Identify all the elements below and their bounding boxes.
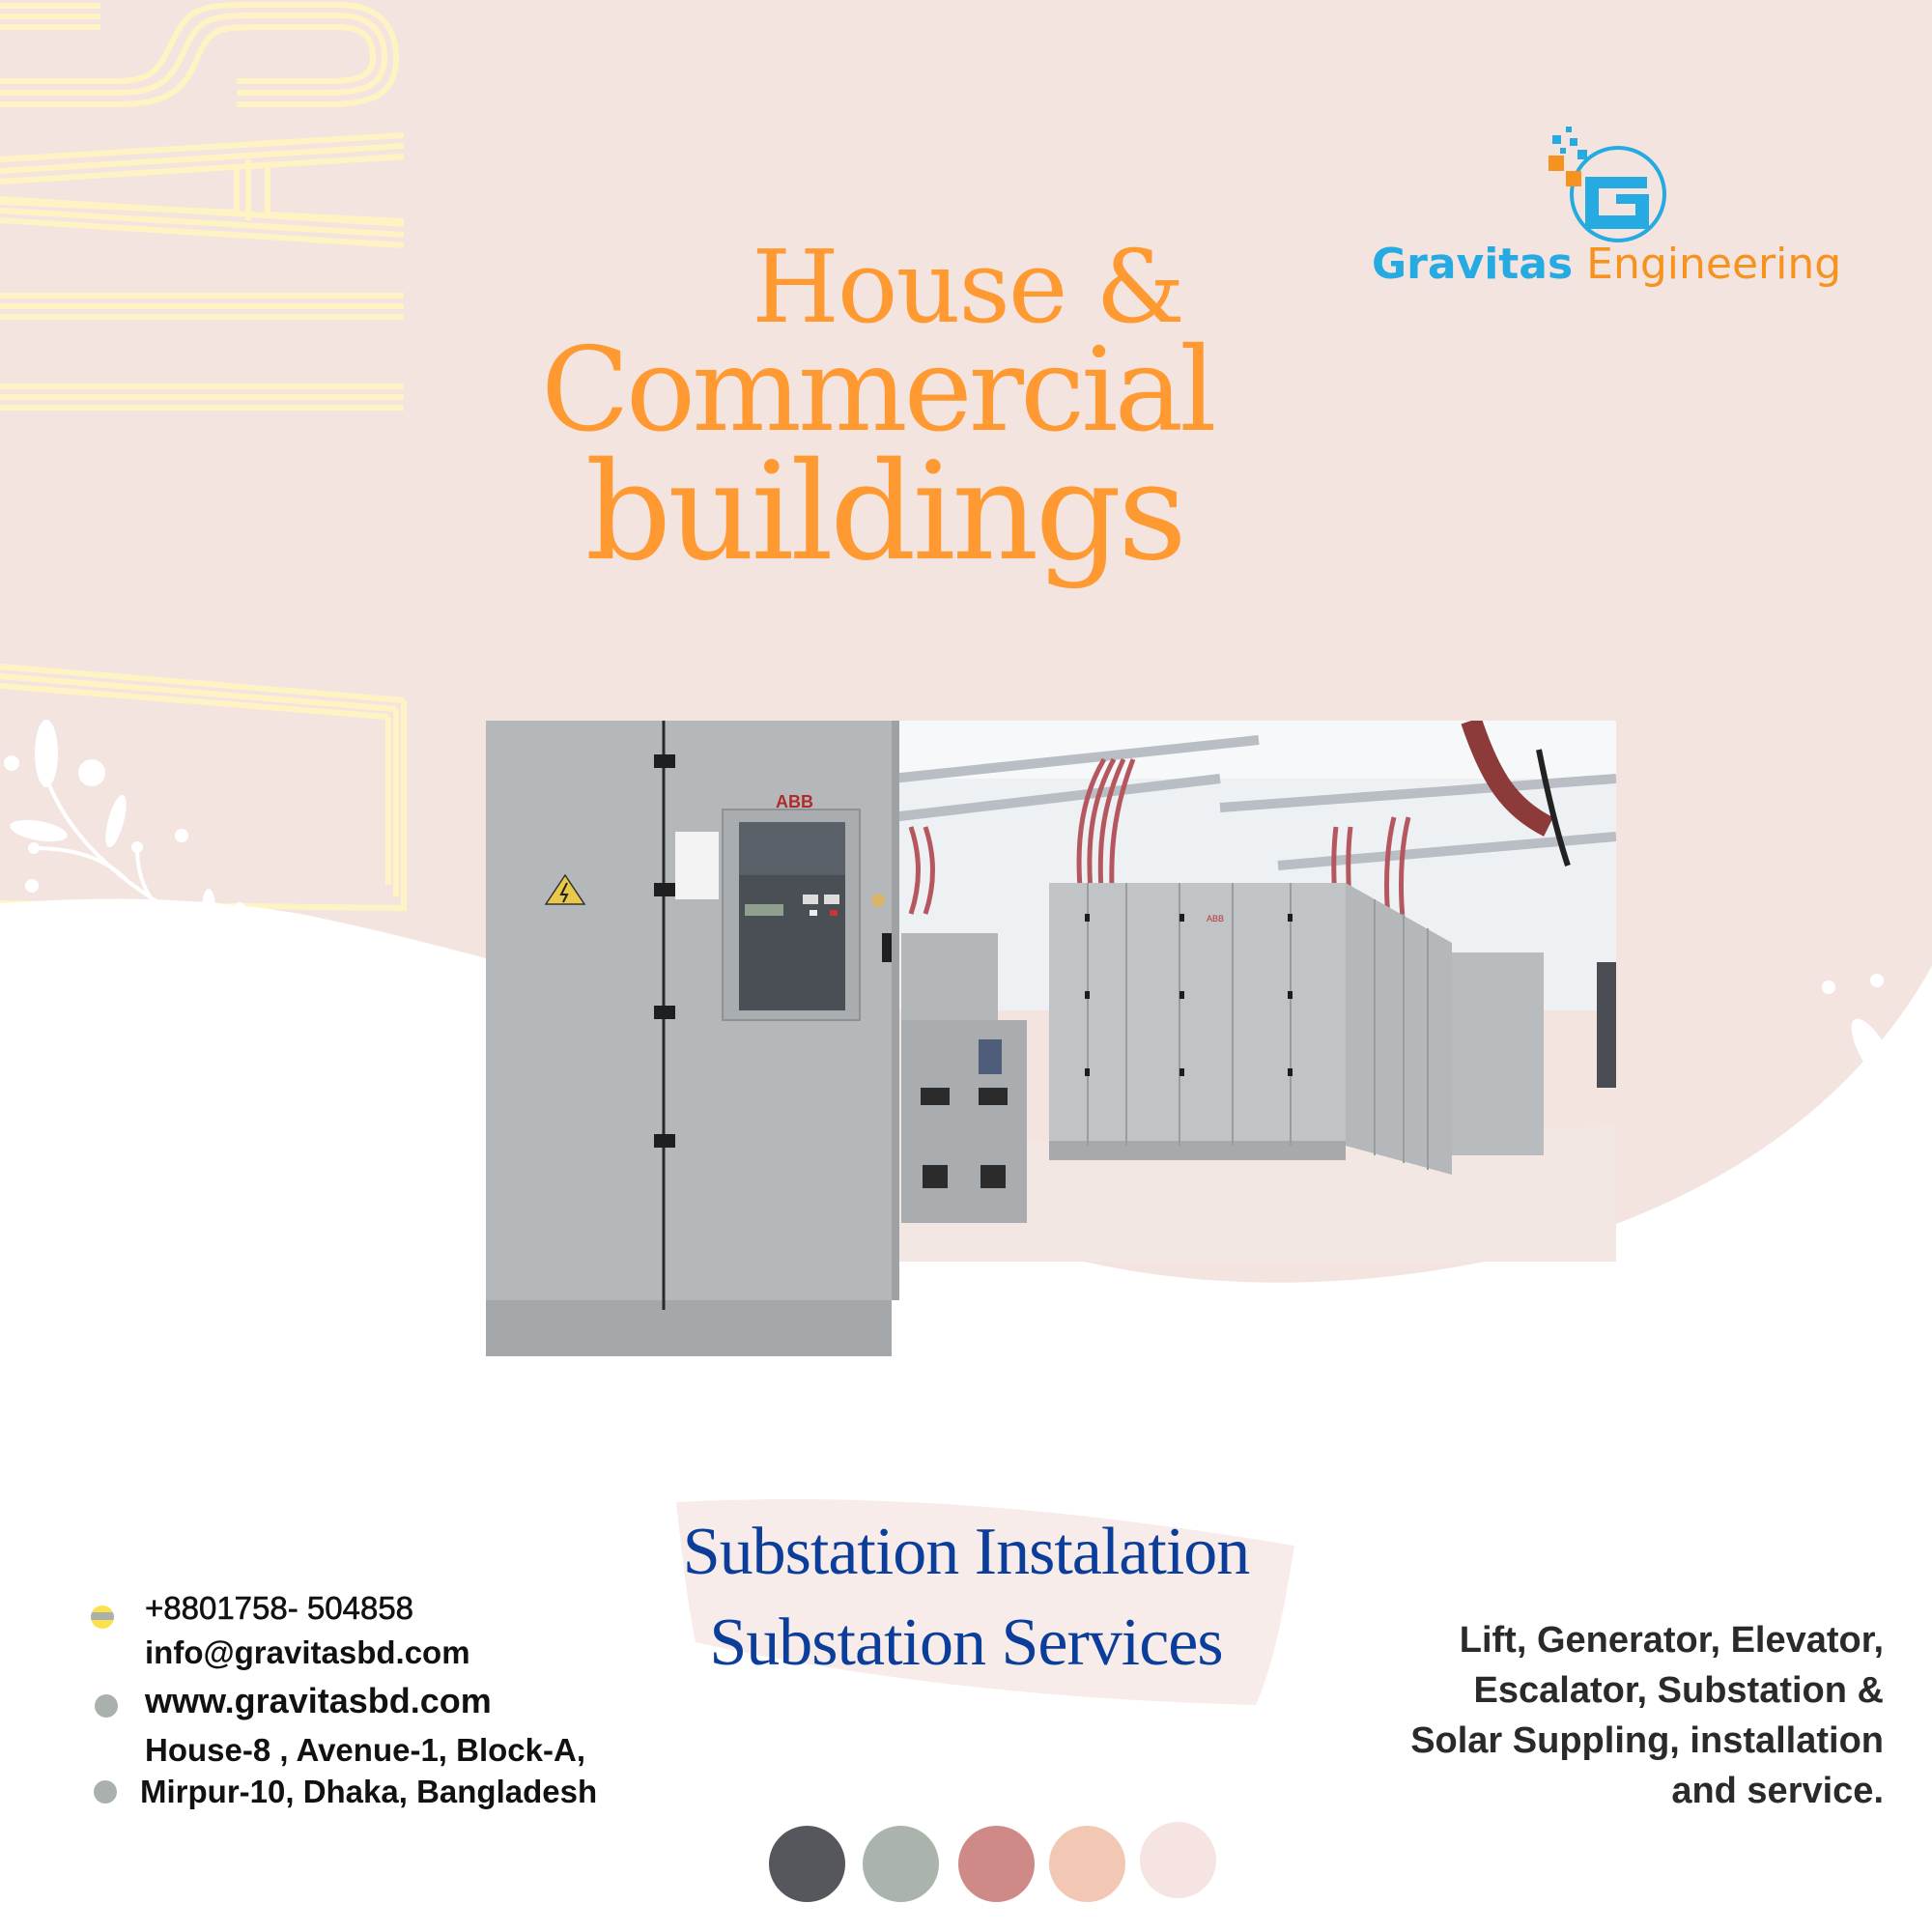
services-heading: Substation Instalation Substation Servic… — [599, 1507, 1333, 1689]
services-description: Lift, Generator, Elevator, Escalator, Su… — [1333, 1615, 1884, 1816]
company-name: Gravitas Engineering — [1372, 240, 1841, 289]
headline: House & Commercial buildings — [541, 228, 1217, 591]
swatch-rose — [958, 1826, 1035, 1902]
swatch-blush — [1140, 1822, 1216, 1898]
high-voltage-warning-icon — [544, 873, 586, 905]
headline-line-2: Commercial — [541, 324, 1217, 458]
description-line-3: Solar Suppling, installation — [1410, 1720, 1884, 1761]
color-palette — [769, 1822, 1223, 1913]
abb-label: ABB — [776, 792, 813, 811]
swatch-sage — [863, 1826, 939, 1902]
company-name-bold: Gravitas — [1372, 240, 1574, 289]
services-line-1: Substation Instalation — [682, 1515, 1251, 1589]
description-line-4: and service. — [1671, 1771, 1884, 1811]
headline-line-3: buildings — [584, 434, 1187, 591]
description-line-2: Escalator, Substation & — [1473, 1670, 1884, 1711]
description-line-1: Lift, Generator, Elevator, — [1459, 1620, 1884, 1661]
email-address[interactable]: info@gravitasbd.com — [145, 1634, 470, 1670]
phone-number[interactable]: +8801758- 504858 — [145, 1590, 414, 1627]
gravitas-g-logo-icon — [1548, 127, 1666, 242]
company-logo: Gravitas Engineering — [1372, 114, 1841, 307]
website-bullet-icon — [95, 1694, 118, 1718]
address-line-1: House-8 , Avenue-1, Block-A, — [145, 1732, 585, 1768]
website-link[interactable]: www.gravitasbd.com — [145, 1681, 492, 1720]
headline-line-1: House & — [752, 228, 1185, 346]
services-line-2: Substation Services — [709, 1605, 1223, 1680]
substation-photo: ABB ABB — [486, 721, 1616, 1356]
swatch-peach — [1049, 1826, 1125, 1902]
company-name-light: Engineering — [1573, 240, 1842, 289]
address-bullet-icon — [94, 1780, 117, 1804]
swatch-charcoal — [769, 1826, 845, 1902]
abb-label-small: ABB — [1207, 914, 1224, 923]
address-line-2: Mirpur-10, Dhaka, Bangladesh — [140, 1774, 598, 1809]
phone-bullet-icon — [91, 1605, 114, 1629]
